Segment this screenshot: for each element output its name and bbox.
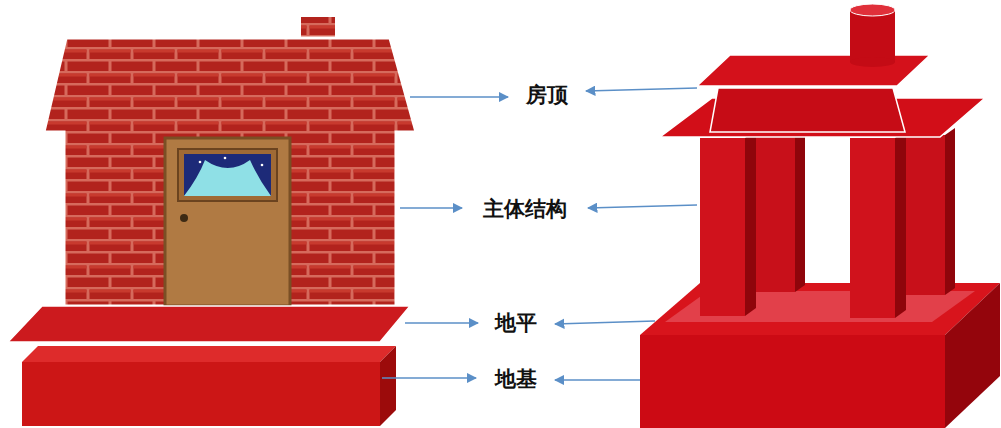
pillars [700, 128, 955, 318]
foundation-block [640, 283, 1000, 428]
part-label: 地基 [492, 364, 540, 394]
leader-arrows [382, 88, 697, 380]
ground-slab [8, 306, 410, 342]
roof [660, 4, 985, 137]
part-label: 地平 [492, 308, 540, 338]
brick-house [44, 16, 416, 306]
part-label: 主体结构 [480, 194, 570, 224]
foundation-block [22, 346, 396, 426]
part-label: 房顶 [523, 80, 571, 110]
